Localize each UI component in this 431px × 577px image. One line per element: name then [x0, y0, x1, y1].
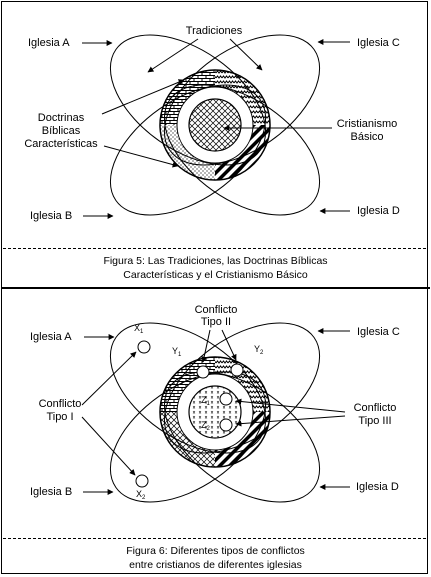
fig5-label-tradiciones: Tradiciones: [186, 25, 243, 37]
fig6-label-conflicto-ii-1: Conflicto: [195, 304, 238, 316]
fig6-label-conflicto-ii-2: Tipo II: [201, 316, 231, 328]
fig6-label-iglesia-c: Iglesia C: [357, 326, 400, 338]
fig5-label-iglesia-b: Iglesia B: [30, 210, 72, 222]
fig6-caption-line1: Figura 6: Diferentes tipos de conflictos: [126, 545, 305, 557]
fig6-arrow-conflicto-ii-left: [201, 329, 211, 363]
fig5-ellipse-c: [163, 34, 321, 166]
fig5-arrow-tradiciones-left: [147, 38, 199, 73]
fig6-point-z1: [219, 392, 233, 406]
fig5-caption-divider: [3, 248, 426, 249]
fig6-label-y1: Y1: [172, 346, 182, 358]
fig6-label-x1: X1: [134, 323, 144, 335]
fig6-point-y1: [196, 365, 210, 379]
fig6-arrow-conflicto-iii-top: [235, 398, 346, 413]
figure6-diagram: Iglesia A Iglesia C Iglesia B Iglesia D …: [30, 304, 400, 503]
fig5-arrow-tradiciones-right: [229, 38, 263, 71]
fig5-label-doctrinas-3: Características: [24, 138, 98, 150]
fig6-doctrine-circle: [159, 356, 271, 468]
fig5-label-iglesia-a: Iglesia A: [28, 37, 70, 49]
fig6-label-conflicto-i-1: Conflicto: [39, 398, 82, 410]
fig5-label-doctrinas-2: Bíblicas: [42, 125, 81, 137]
fig6-ellipse-d: [163, 371, 321, 503]
figure-separator: [1, 287, 430, 289]
fig5-label-doctrinas-1: Doctrinas: [38, 112, 85, 124]
fig6-point-x2: [135, 474, 149, 488]
fig5-label-cristianismo-1: Cristianismo: [337, 118, 398, 130]
fig6-core-circle: [188, 385, 242, 439]
fig5-arrow-doctrinas-bottom: [103, 145, 179, 168]
fig6-point-z2: [219, 418, 233, 432]
fig5-arrow-doctrinas-top: [101, 79, 185, 115]
fig5-ellipse-a: [109, 34, 267, 166]
fig6-caption-line2: entre cristianos de diferentes iglesias: [129, 559, 302, 571]
fig6-ellipse-a: [109, 322, 267, 454]
fig5-doctrine-circle: [159, 69, 271, 181]
fig6-caption: Figura 6: Diferentes tipos de conflictos…: [4, 544, 427, 572]
fig6-label-iglesia-a: Iglesia A: [30, 331, 72, 343]
fig5-label-cristianismo-2: Básico: [350, 131, 383, 143]
fig6-ellipse-c: [163, 322, 321, 454]
fig6-arrow-conflicto-ii-right: [221, 329, 237, 361]
fig5-caption-line2: Características y el Cristianismo Básico: [123, 269, 308, 281]
fig6-caption-divider: [3, 538, 426, 539]
fig6-arrow-conflicto-iii-bottom: [235, 415, 346, 427]
fig5-ellipse-b: [109, 84, 267, 216]
fig5-caption: Figura 5: Las Tradiciones, las Doctrinas…: [4, 254, 427, 282]
figure5-diagram: Iglesia A Iglesia C Iglesia B Iglesia D …: [24, 25, 400, 222]
fig6-label-z1: Z1: [201, 395, 211, 407]
fig5-caption-line1: Figura 5: Las Tradiciones, las Doctrinas…: [103, 255, 328, 267]
fig6-point-x1: [137, 340, 151, 354]
fig6-label-conflicto-i-2: Tipo I: [46, 411, 73, 423]
fig5-label-iglesia-d: Iglesia D: [357, 205, 400, 217]
fig6-label-conflicto-iii-2: Tipo III: [358, 415, 391, 427]
fig5-ellipse-d: [163, 84, 321, 216]
fig6-ellipse-b: [109, 371, 267, 503]
fig6-label-x2: X2: [136, 489, 146, 501]
fig6-label-y2: Y2: [254, 344, 264, 356]
fig6-label-conflicto-iii-1: Conflicto: [354, 402, 397, 414]
fig6-arrow-conflicto-i-top: [81, 351, 137, 406]
fig6-point-y2: [230, 363, 244, 377]
fig6-arrow-conflicto-i-bottom: [81, 416, 136, 476]
fig6-label-z2: Z2: [201, 420, 211, 432]
fig5-label-iglesia-c: Iglesia C: [357, 37, 400, 49]
fig6-label-iglesia-d: Iglesia D: [356, 481, 399, 493]
fig6-label-iglesia-b: Iglesia B: [30, 486, 72, 498]
fig5-core-circle: [188, 98, 242, 152]
